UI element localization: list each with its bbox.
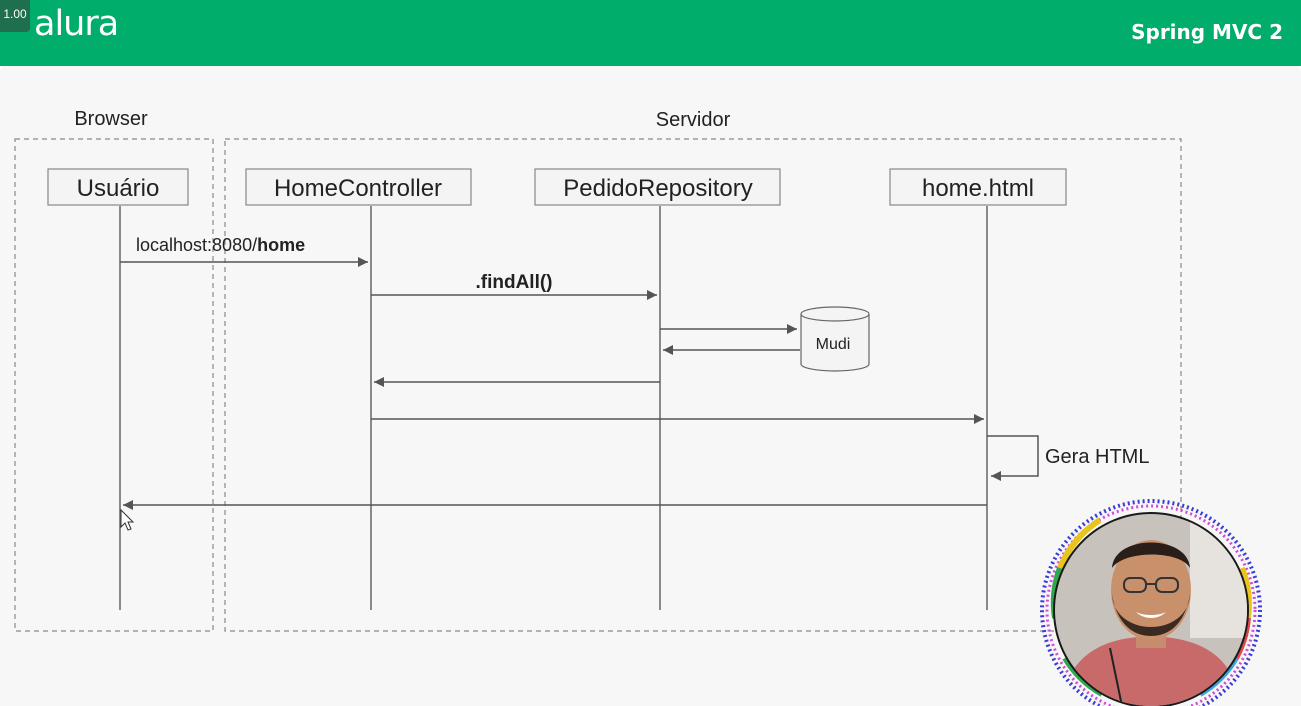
course-title: Spring MVC 2 [1131,20,1283,44]
message-1-label: localhost:8080/home [136,235,305,255]
pedidorepository-participant-label: PedidoRepository [563,175,752,202]
zoom-level-badge[interactable]: 1.00 [0,0,30,32]
servidor-group-label: Servidor [656,109,731,131]
mudi-database-icon [800,306,870,372]
alura-logo[interactable]: alura [34,4,119,44]
presenter-webcam-avatar [1040,499,1262,706]
servidor-group-box [224,138,1182,632]
slide-area: Browser Servidor Usuário HomeController … [0,66,1301,706]
sequence-diagram: Browser Servidor Usuário HomeController … [14,108,1182,632]
pedidorepository-participant-box [534,168,781,206]
message-1-label-bold: home [257,235,305,255]
browser-group-box [14,138,214,632]
usuario-participant-label: Usuário [77,175,160,202]
message-self-loop-label: Gera HTML [1045,446,1149,468]
message-home-html-self-loop [987,435,1039,481]
browser-group-label: Browser [74,108,148,130]
homecontroller-participant-box [245,168,472,206]
message-1-label-plain: localhost:8080/ [136,235,257,255]
home-html-participant-box [889,168,1067,206]
home-html-participant-label: home.html [922,175,1034,202]
usuario-participant-box [47,168,189,206]
message-2-label: .findAll() [475,272,552,293]
homecontroller-participant-label: HomeController [274,175,442,202]
mouse-cursor-icon [120,508,135,531]
app-header: alura Spring MVC 2 [0,0,1301,66]
mudi-database-label: Mudi [816,336,851,353]
